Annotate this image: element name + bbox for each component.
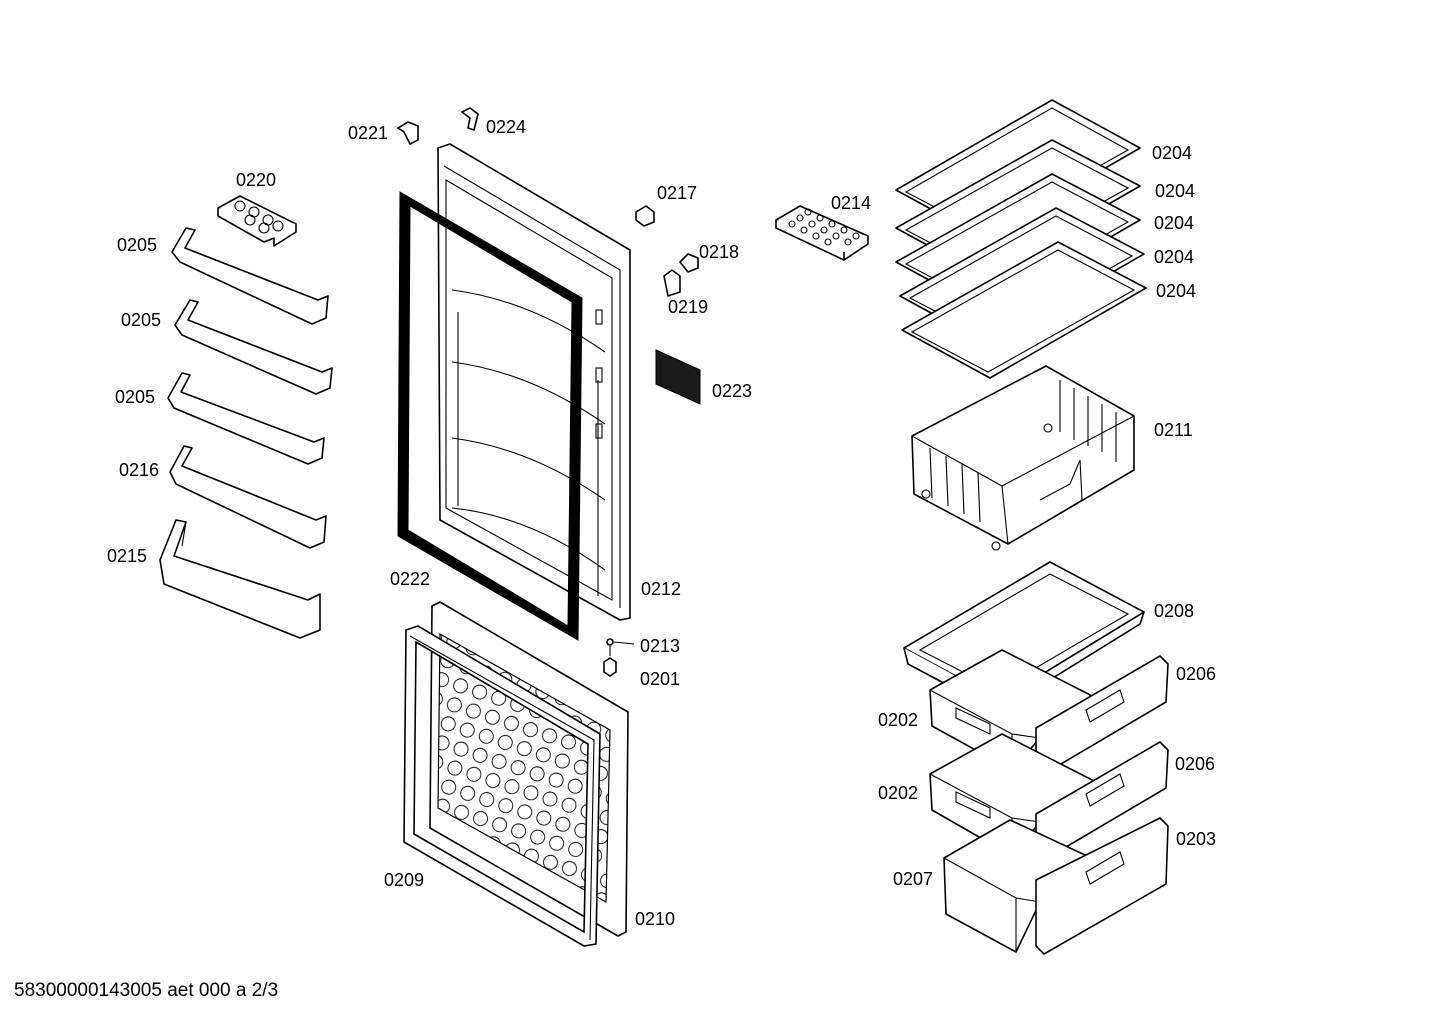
label-0206-top: 0206 bbox=[1176, 664, 1217, 684]
freezer-door-0210 bbox=[429, 601, 629, 937]
label-0204-5: 0204 bbox=[1156, 281, 1197, 301]
label-plate-0223 bbox=[655, 349, 701, 405]
label-0202-top: 0202 bbox=[878, 710, 919, 730]
label-0217: 0217 bbox=[657, 183, 698, 203]
door-shelf-0205-middle bbox=[174, 299, 333, 395]
label-0201: 0201 bbox=[640, 669, 681, 689]
drawer-front-0203 bbox=[1035, 817, 1169, 955]
hinge-0224 bbox=[461, 107, 479, 131]
fridge-door-0212 bbox=[437, 143, 631, 621]
ice-cube-tray-0214 bbox=[775, 205, 869, 261]
label-0212: 0212 bbox=[641, 579, 682, 599]
label-0211: 0211 bbox=[1154, 420, 1193, 440]
door-shelf-0205-bottom bbox=[167, 372, 325, 465]
label-0203: 0203 bbox=[1176, 829, 1217, 849]
glass-shelf-0204-5 bbox=[901, 241, 1147, 379]
label-0221: 0221 bbox=[348, 123, 389, 143]
bracket-0219 bbox=[663, 269, 681, 297]
label-0224: 0224 bbox=[486, 117, 527, 137]
label-0205-top: 0205 bbox=[117, 235, 158, 255]
label-0204-3: 0204 bbox=[1154, 213, 1195, 233]
label-0219: 0219 bbox=[668, 297, 709, 317]
label-0218: 0218 bbox=[699, 242, 740, 262]
label-0209: 0209 bbox=[384, 870, 425, 890]
label-0210: 0210 bbox=[635, 909, 676, 929]
label-0223: 0223 bbox=[712, 381, 753, 401]
screw-0213 bbox=[606, 638, 614, 656]
label-0206-middle: 0206 bbox=[1175, 754, 1216, 774]
label-0204-1: 0204 bbox=[1152, 143, 1193, 163]
label-0204-4: 0204 bbox=[1154, 247, 1195, 267]
label-0204-2: 0204 bbox=[1155, 181, 1196, 201]
hinge-0217 bbox=[635, 205, 655, 227]
door-shelf-0205-top bbox=[171, 227, 329, 325]
label-0207: 0207 bbox=[893, 869, 934, 889]
label-0205-middle: 0205 bbox=[121, 310, 162, 330]
block-0201 bbox=[603, 657, 617, 677]
label-0222: 0222 bbox=[390, 569, 431, 589]
freezer-gasket-0209 bbox=[403, 625, 601, 947]
label-0213: 0213 bbox=[640, 636, 681, 656]
label-0208: 0208 bbox=[1154, 601, 1195, 621]
label-0205-bottom: 0205 bbox=[115, 387, 156, 407]
crisper-box-0211 bbox=[911, 365, 1135, 551]
label-0202-middle: 0202 bbox=[878, 783, 919, 803]
door-shelf-0215 bbox=[159, 519, 321, 639]
drawing-reference-number: 58300000143005 aet 000 a 2/3 bbox=[14, 980, 279, 1001]
egg-tray-0220 bbox=[217, 195, 297, 247]
bracket-0218 bbox=[679, 253, 699, 273]
door-shelf-0216 bbox=[169, 445, 327, 549]
door-gasket-0222 bbox=[397, 191, 583, 641]
hinge-cover-0221 bbox=[397, 121, 419, 145]
label-0214: 0214 bbox=[831, 193, 872, 213]
label-0220: 0220 bbox=[236, 170, 277, 190]
label-0216: 0216 bbox=[119, 460, 160, 480]
label-0215: 0215 bbox=[107, 546, 148, 566]
